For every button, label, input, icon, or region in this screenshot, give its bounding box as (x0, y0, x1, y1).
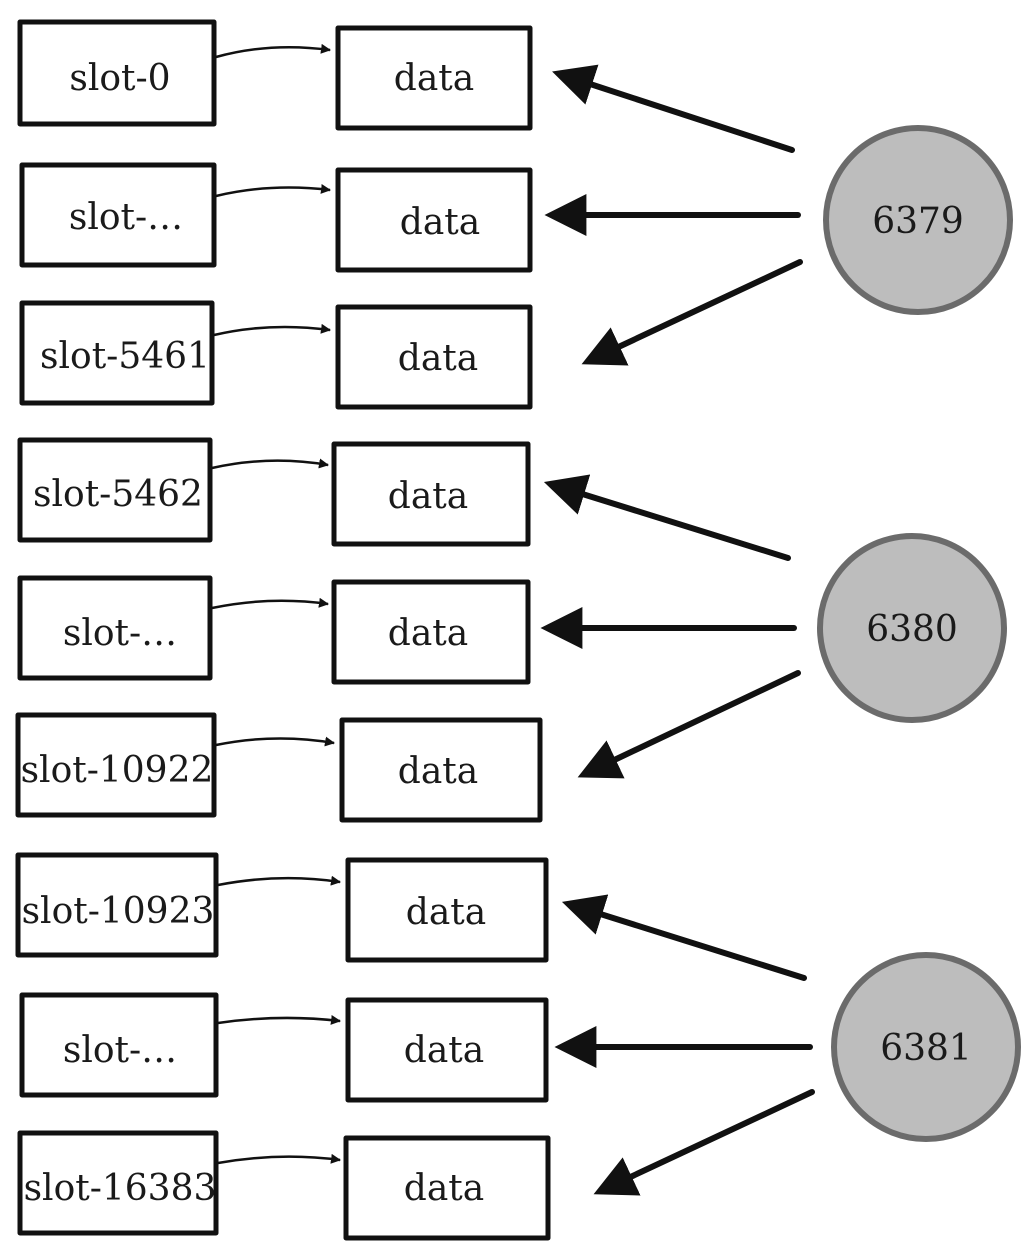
data-label: data (388, 476, 468, 517)
data-label: data (388, 613, 468, 654)
node-to-data-arrow (543, 474, 791, 561)
data-box (335, 304, 533, 410)
slot-to-data-arrow (211, 597, 329, 610)
data-label: data (398, 338, 478, 379)
slot-box (17, 19, 217, 127)
node-circle (817, 533, 1007, 723)
slot-to-data-arrow (215, 183, 331, 198)
slot-box (19, 300, 215, 406)
data-box (345, 997, 549, 1103)
slot-box (15, 852, 219, 958)
slot-label: slot-10922 (21, 750, 214, 791)
data-label: data (406, 892, 486, 933)
node-to-data-arrow (577, 670, 801, 779)
slot-label: slot-… (63, 613, 177, 654)
data-box (331, 579, 531, 685)
data-box (335, 167, 533, 273)
slot-to-data-arrow (211, 458, 329, 470)
data-box (331, 441, 531, 547)
node-to-data-arrow (552, 64, 795, 153)
cluster-node: 6380 (540, 474, 1007, 779)
slot-to-data-arrow (215, 43, 331, 59)
cluster-node: 6379 (544, 64, 1013, 366)
slot-box (17, 575, 213, 681)
node-to-data-arrow (561, 894, 807, 981)
slot-to-data-arrow (215, 736, 335, 747)
node-label: 6381 (880, 1028, 972, 1069)
data-label: data (400, 202, 480, 243)
slot-row: slot-16383 data (17, 1130, 551, 1241)
slot-label: slot-5461 (40, 336, 210, 377)
slot-row: slot-… data (19, 992, 549, 1103)
data-box (345, 857, 549, 963)
slot-row: slot-0 data (17, 19, 533, 131)
node-circle (831, 952, 1021, 1142)
slot-to-data-arrow (217, 1014, 341, 1025)
data-label: data (404, 1030, 484, 1071)
node-label: 6379 (872, 201, 964, 242)
slot-to-data-arrow (217, 875, 341, 887)
slot-row: slot-5462 data (17, 437, 531, 547)
node-circle (823, 125, 1013, 315)
data-box (335, 25, 533, 131)
slot-box (17, 437, 213, 543)
slot-row: slot-… data (19, 162, 533, 273)
slot-to-data-arrow (217, 1153, 341, 1165)
data-box (339, 717, 543, 823)
slot-label: slot-… (63, 1030, 177, 1071)
slot-label: slot-16383 (24, 1168, 217, 1209)
slot-row: slot-5461 data (19, 300, 533, 410)
slot-box (15, 712, 217, 818)
data-label: data (394, 58, 474, 99)
cluster-node: 6381 (554, 894, 1021, 1196)
data-label: data (398, 751, 478, 792)
slot-row: slot-10923 data (15, 852, 549, 963)
data-box (343, 1135, 551, 1241)
node-label: 6380 (866, 609, 958, 650)
node-to-data-arrow (581, 259, 803, 366)
slot-box (17, 1130, 219, 1236)
slot-box (19, 992, 219, 1098)
slot-label: slot-5462 (33, 474, 203, 515)
slot-label: slot-0 (69, 58, 170, 99)
slot-label: slot-10923 (22, 891, 215, 932)
node-to-data-arrow (593, 1089, 815, 1196)
slot-row: slot-… data (17, 575, 531, 685)
data-label: data (404, 1168, 484, 1209)
slot-row: slot-10922 data (15, 712, 543, 823)
slot-box (19, 162, 217, 268)
slot-label: slot-… (69, 197, 183, 238)
slot-to-data-arrow (213, 323, 331, 337)
